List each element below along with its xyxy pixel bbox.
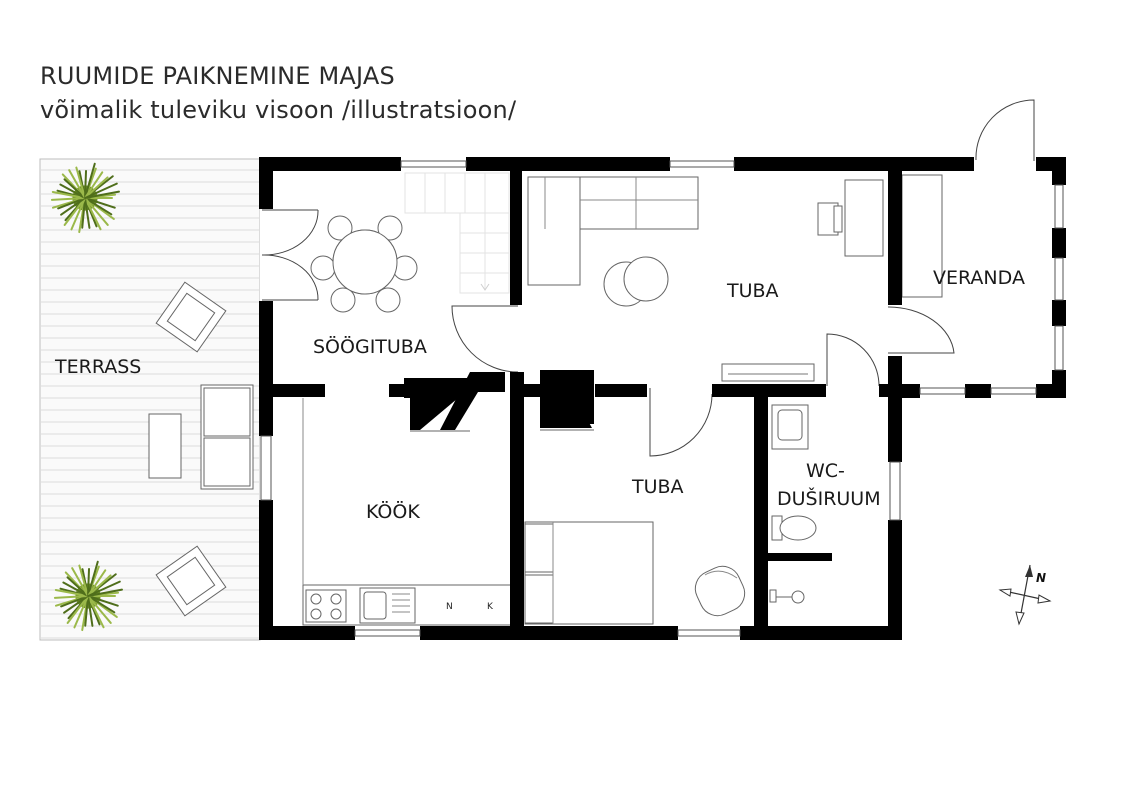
desk-and-chair: [817, 179, 884, 257]
north-label: N: [1036, 571, 1046, 585]
room-label-living: TUBA: [726, 280, 779, 302]
windows: [260, 160, 1064, 637]
shower-head: [769, 589, 805, 604]
tv-console: [721, 363, 815, 382]
walls: [259, 157, 1066, 640]
room-label-wc-line1: WC-: [806, 460, 845, 482]
dishwasher-label-k: K: [487, 602, 494, 612]
plant-terrace-bottom: [53, 560, 123, 632]
plant-terrace-top: [50, 162, 120, 234]
kitchen-counter: N K: [302, 584, 512, 626]
closet-lines: [410, 429, 594, 432]
door-bedroom: [649, 388, 713, 457]
veranda-bench: [901, 174, 943, 298]
door-veranda-inner: [887, 306, 955, 354]
double-bed: [524, 521, 654, 625]
living-coffee-tables: [603, 256, 669, 307]
fridge-label-n: N: [446, 602, 453, 612]
terrace-armchair-bottom: [155, 545, 227, 617]
plan-subtitle: võimalik tuleviku visoon /illustratsioon…: [40, 96, 517, 124]
north-compass-icon: N: [998, 564, 1052, 626]
stove: [305, 589, 347, 623]
room-label-terrace: TERRASS: [54, 356, 141, 378]
room-label-kitchen: KÖÖK: [366, 500, 420, 523]
room-label-wc-line2: DUŠIRUUM: [777, 486, 881, 510]
kitchen-sink: [359, 587, 416, 624]
living-sofa: [527, 176, 699, 286]
dining-table: [310, 215, 418, 313]
terrace-sofa: [200, 384, 254, 490]
terrace-coffee-table: [148, 413, 182, 479]
door-wc: [826, 333, 880, 387]
door-terrace-dining: [261, 209, 319, 301]
staircase: [404, 172, 510, 294]
door-veranda-outer: [975, 99, 1035, 161]
wc-toilet: [771, 515, 817, 541]
door-dining-living: [451, 305, 519, 373]
plan-title: RUUMIDE PAIKNEMINE MAJAS: [40, 62, 395, 90]
room-label-veranda: VERANDA: [933, 267, 1025, 289]
room-label-bedroom: TUBA: [631, 476, 684, 498]
room-label-dining: SÖÖGITUBA: [313, 335, 427, 358]
terrace-armchair-top: [155, 281, 227, 353]
bedroom-armchair: [694, 565, 746, 617]
wc-washbasin: [771, 404, 809, 450]
